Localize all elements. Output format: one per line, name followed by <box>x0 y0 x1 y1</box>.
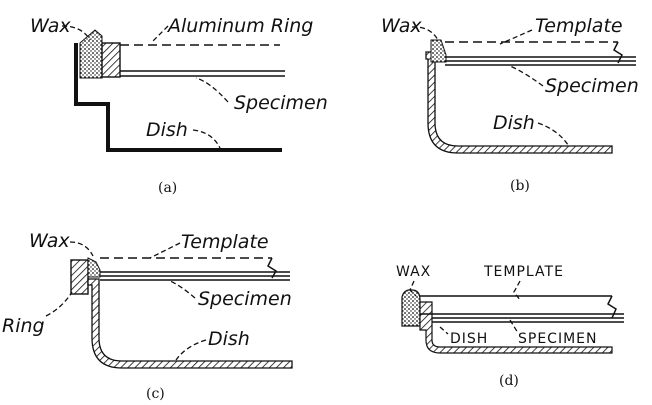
leader-dish-c <box>175 339 207 361</box>
leader-wax-c <box>69 241 94 257</box>
leader-wax-a <box>61 25 91 41</box>
break-mark-c <box>267 257 278 279</box>
label-specimen-b: Specimen <box>545 75 639 97</box>
panel-b: Wax Template Specimen Dish (b) <box>381 15 639 194</box>
label-template-b: Template <box>535 15 623 37</box>
leader-wax-d <box>409 280 417 297</box>
ring-c <box>70 259 89 295</box>
panel-a: Wax Aluminum Ring Specimen Dish (a) <box>30 15 328 196</box>
label-specimen-c: Specimen <box>198 288 292 310</box>
dish-a <box>74 43 282 152</box>
label-wax-c: Wax <box>29 230 70 252</box>
label-wax-d: WAX <box>396 264 431 280</box>
dish-b <box>425 51 613 154</box>
leader-ring-a <box>151 25 169 43</box>
aluminum-ring-a <box>101 42 121 78</box>
leader-dish-d <box>439 326 449 335</box>
label-template-d: TEMPLATE <box>483 264 564 280</box>
leader-specimen-c <box>167 279 196 299</box>
leader-specimen-b <box>509 65 544 87</box>
wax-b <box>430 39 447 63</box>
label-dish-b: Dish <box>493 112 535 134</box>
caption-d: (d) <box>499 373 519 389</box>
leader-template-d <box>513 280 521 301</box>
break-mark-b <box>613 41 623 64</box>
dish-d <box>419 301 613 354</box>
label-wax-b: Wax <box>381 15 422 37</box>
label-dish-c: Dish <box>208 328 250 350</box>
panel-c: Wax Template Specimen Ring Dish (c) <box>2 230 293 402</box>
leader-ring-c <box>45 291 73 317</box>
caption-b: (b) <box>510 178 530 194</box>
leader-template-c <box>149 242 181 259</box>
label-specimen-a: Specimen <box>234 92 328 114</box>
wax-a <box>79 29 103 79</box>
caption-a: (a) <box>158 180 177 196</box>
dish-c <box>87 278 293 369</box>
label-template-c: Template <box>181 231 269 253</box>
leader-wax-b <box>411 26 439 41</box>
panel-d: WAX TEMPLATE DISH SPECIMEN (d) <box>396 264 624 389</box>
label-specimen-d: SPECIMEN <box>518 331 597 347</box>
label-wax-a: Wax <box>30 15 71 37</box>
leader-specimen-d <box>509 319 519 334</box>
leader-template-b <box>499 29 533 45</box>
wax-d <box>401 289 421 327</box>
label-ring-a: Aluminum Ring <box>166 15 313 37</box>
wax-c <box>87 257 101 278</box>
leader-dish-b <box>537 122 569 146</box>
label-ring-c: Ring <box>2 315 45 337</box>
leader-specimen-a <box>195 77 229 103</box>
leader-dish-a <box>192 129 221 149</box>
caption-c: (c) <box>146 386 165 402</box>
label-dish-a: Dish <box>146 119 188 141</box>
label-dish-d: DISH <box>450 331 488 347</box>
